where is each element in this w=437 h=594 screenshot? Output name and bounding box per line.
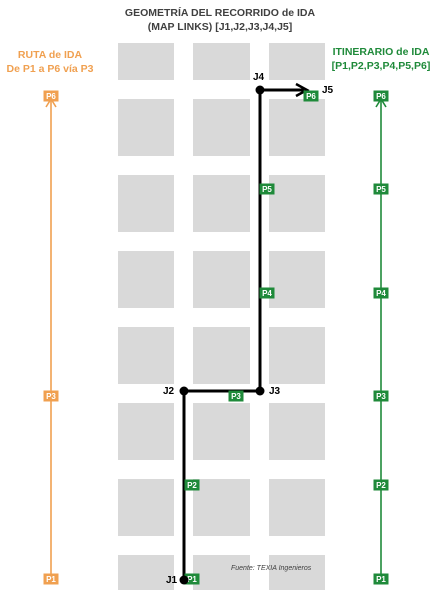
stop-label: P2 xyxy=(187,481,197,490)
city-block xyxy=(118,403,174,460)
city-block xyxy=(193,251,250,308)
itinerario-heading: ITINERARIO de IDA [P1,P2,P3,P4,P5,P6] xyxy=(325,45,437,73)
junction-label: J3 xyxy=(269,386,281,397)
stop-label: P4 xyxy=(376,289,386,298)
city-blocks xyxy=(118,43,325,590)
route-ida-heading-line-1: RUTA de IDA xyxy=(17,49,83,61)
city-block xyxy=(269,43,325,80)
junction-label: J2 xyxy=(163,386,175,397)
itinerario-stop-p6: P6 xyxy=(373,90,389,102)
stop-label: P6 xyxy=(376,92,386,101)
junction-dot xyxy=(255,85,265,95)
path-stop-p2: P2 xyxy=(184,479,200,491)
stop-label: P4 xyxy=(262,289,272,298)
stop-label: P5 xyxy=(376,185,386,194)
city-block xyxy=(269,99,325,156)
junction-dot xyxy=(255,386,265,396)
path-arrowhead-icon xyxy=(295,82,310,98)
city-block xyxy=(118,251,174,308)
path-stop-p1: P1 xyxy=(184,573,200,585)
junction-dot xyxy=(179,575,189,585)
city-block xyxy=(118,479,174,536)
stop-label: P6 xyxy=(306,92,316,101)
path-stop-p4: P4 xyxy=(259,287,275,299)
city-block xyxy=(118,555,174,590)
junction-j3: J3 xyxy=(255,386,281,397)
city-block xyxy=(269,251,325,308)
itinerario-stop-p3: P3 xyxy=(373,390,389,402)
junction-j5: J5 xyxy=(322,85,334,96)
route-ida-line xyxy=(45,97,57,580)
city-block xyxy=(193,327,250,384)
city-block xyxy=(269,327,325,384)
junction-j4: J4 xyxy=(253,72,265,95)
city-block xyxy=(193,555,250,590)
junction-label: J4 xyxy=(253,72,265,83)
route-stop-p3: P3 xyxy=(43,390,59,402)
junction-dot xyxy=(179,386,189,396)
itinerario-heading-line-2: [P1,P2,P3,P4,P5,P6] xyxy=(331,60,431,72)
city-block xyxy=(118,43,174,80)
stop-label: P1 xyxy=(376,575,386,584)
itinerario-stop-p2: P2 xyxy=(373,479,389,491)
route-ida-heading-line-2: De P1 a P6 vía P3 xyxy=(6,63,94,75)
path-stops: P1 P2 P3 P4 P5 P6 xyxy=(184,90,319,585)
itinerario-heading-line-1: ITINERARIO de IDA xyxy=(332,46,430,58)
city-block xyxy=(193,175,250,232)
stop-label: P5 xyxy=(262,185,272,194)
route-stop-p1: P1 xyxy=(43,573,59,585)
city-block xyxy=(193,479,250,536)
city-block xyxy=(193,403,250,460)
stop-label: P3 xyxy=(46,392,56,401)
city-block xyxy=(269,175,325,232)
city-block xyxy=(269,403,325,460)
itinerario-stop-p5: P5 xyxy=(373,183,389,195)
junction-label: J1 xyxy=(166,575,178,586)
itinerario-line xyxy=(375,97,387,580)
path-stop-p6: P6 xyxy=(303,90,319,102)
stop-label: P2 xyxy=(376,481,386,490)
junction-j1: J1 xyxy=(166,575,189,586)
stop-label: P3 xyxy=(231,392,241,401)
path-stop-p5: P5 xyxy=(259,183,275,195)
stop-label: P1 xyxy=(46,575,56,584)
city-block xyxy=(269,479,325,536)
city-block xyxy=(118,327,174,384)
route-ida-heading: RUTA de IDA De P1 a P6 vía P3 xyxy=(0,48,100,76)
stop-label: P1 xyxy=(187,575,197,584)
itinerario-stop-p4: P4 xyxy=(373,287,389,299)
city-block xyxy=(193,43,250,80)
city-block xyxy=(118,175,174,232)
junction-label: J5 xyxy=(322,85,334,96)
stop-label: P3 xyxy=(376,392,386,401)
junction-j2: J2 xyxy=(163,386,189,397)
title-line-1: GEOMETRÍA DEL RECORRIDO de IDA xyxy=(124,7,316,19)
stop-label: P6 xyxy=(46,92,56,101)
path-stop-p3: P3 xyxy=(228,390,244,402)
city-block xyxy=(269,555,325,590)
title-line-2: (MAP LINKS) [J1,J2,J3,J4,J5] xyxy=(147,21,293,33)
diagram-title: GEOMETRÍA DEL RECORRIDO de IDA (MAP LINK… xyxy=(118,6,322,34)
city-block xyxy=(118,99,174,156)
itinerario-stop-p1: P1 xyxy=(373,573,389,585)
route-stop-p6: P6 xyxy=(43,90,59,102)
source-note: Fuente: TEXIA Ingenieros xyxy=(231,565,312,572)
city-block xyxy=(193,99,250,156)
